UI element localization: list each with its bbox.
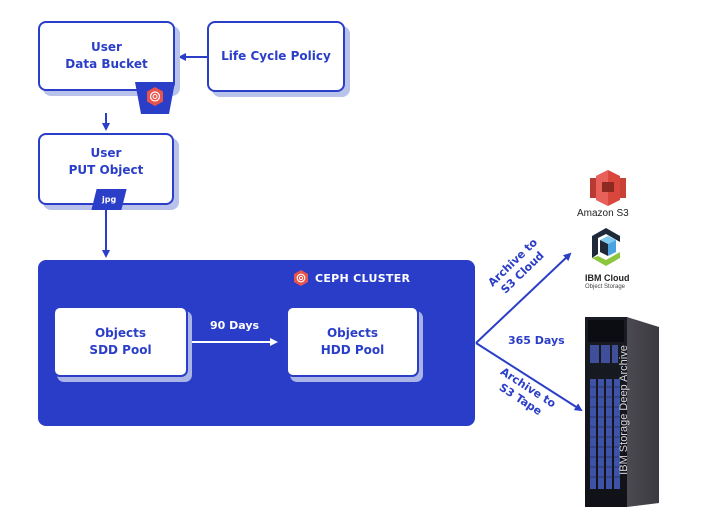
hdd-pool-line2: HDD Pool bbox=[320, 342, 385, 357]
jpg-file-badge: jpg bbox=[91, 189, 127, 210]
life-cycle-policy-label: Life Cycle Policy bbox=[221, 49, 331, 63]
three-sixty-five-days-label: 365 Days bbox=[508, 334, 565, 347]
bucket-badge bbox=[135, 82, 175, 114]
tape-library-rack-icon bbox=[585, 317, 659, 507]
user-data-bucket-line2: Data Bucket bbox=[65, 57, 148, 71]
jpg-file-label: jpg bbox=[101, 195, 117, 204]
edge-cluster-to-cloud bbox=[475, 252, 572, 344]
life-cycle-policy-node[interactable]: Life Cycle Policy bbox=[207, 21, 345, 92]
user-put-object-line2: PUT Object bbox=[68, 163, 144, 177]
ibm-cloud-logo-icon bbox=[592, 228, 620, 266]
ceph-logo-icon bbox=[147, 87, 163, 106]
ibm-cloud-sublabel: Object Storage bbox=[585, 284, 626, 290]
ceph-cluster-container: CEPH CLUSTER Objects SDD Pool Objects HD… bbox=[38, 260, 475, 426]
ceph-cluster-title: CEPH CLUSTER bbox=[315, 271, 411, 285]
ibm-cloud-label: IBM Cloud bbox=[585, 273, 630, 283]
user-put-object-line1: User bbox=[90, 146, 122, 160]
ibm-cloud-object-storage-target[interactable]: IBM Cloud Object Storage bbox=[578, 226, 636, 302]
hdd-pool-node[interactable]: Objects HDD Pool bbox=[286, 306, 419, 377]
ibm-storage-deep-archive-target[interactable]: IBM Storage Deep Archive bbox=[585, 317, 659, 507]
user-data-bucket-node[interactable]: User Data Bucket bbox=[38, 21, 175, 91]
amazon-s3-target[interactable]: Amazon S3 bbox=[572, 168, 642, 222]
ninety-days-label: 90 Days bbox=[210, 319, 260, 332]
amazon-s3-label: Amazon S3 bbox=[577, 208, 629, 219]
hdd-pool-line1: Objects bbox=[326, 325, 379, 340]
sdd-pool-line1: Objects bbox=[94, 325, 147, 340]
sdd-pool-line2: SDD Pool bbox=[89, 342, 152, 357]
deep-archive-label: IBM Storage Deep Archive bbox=[618, 345, 630, 475]
edge-sdd-to-hdd bbox=[192, 338, 278, 346]
user-data-bucket-line1: User bbox=[91, 40, 122, 54]
edge-cluster-to-tape bbox=[475, 342, 583, 412]
ceph-logo-icon bbox=[294, 270, 308, 286]
sdd-pool-node[interactable]: Objects SDD Pool bbox=[53, 306, 188, 377]
ceph-cluster-header: CEPH CLUSTER bbox=[293, 269, 410, 287]
amazon-s3-logo-icon bbox=[590, 170, 626, 206]
